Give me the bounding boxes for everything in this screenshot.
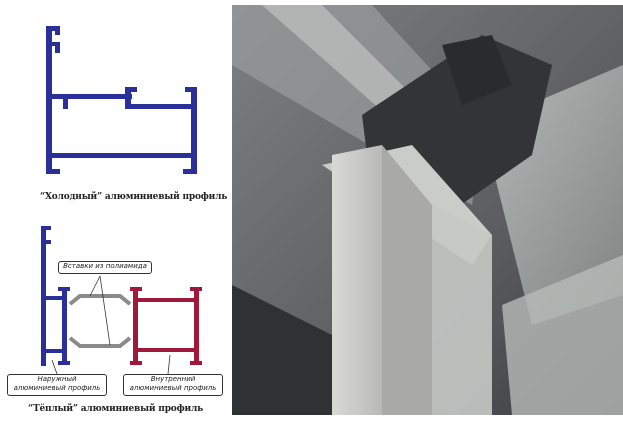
- outer-label-line2: алюминиевый профиль: [13, 384, 101, 392]
- warm-profile-diagram: [41, 226, 202, 375]
- outer-label-line1: Наружный: [37, 375, 77, 383]
- cold-profile-diagram: [46, 26, 197, 174]
- inner-profile-label: Внутренний алюминиевый профиль: [123, 374, 223, 396]
- inner-label-line2: алюминиевый профиль: [129, 384, 217, 392]
- warm-profile-caption: “Тёплый” алюминиевый профиль: [28, 404, 204, 414]
- window-frame-photo: [232, 5, 623, 415]
- outer-profile-label: Наружный алюминиевый профиль: [7, 374, 107, 396]
- polyamide-inserts-label: Вставки из полиамида: [58, 261, 152, 274]
- cold-profile-caption: “Холодный” алюминиевый профиль: [40, 192, 228, 202]
- inner-label-line1: Внутренний: [150, 375, 196, 383]
